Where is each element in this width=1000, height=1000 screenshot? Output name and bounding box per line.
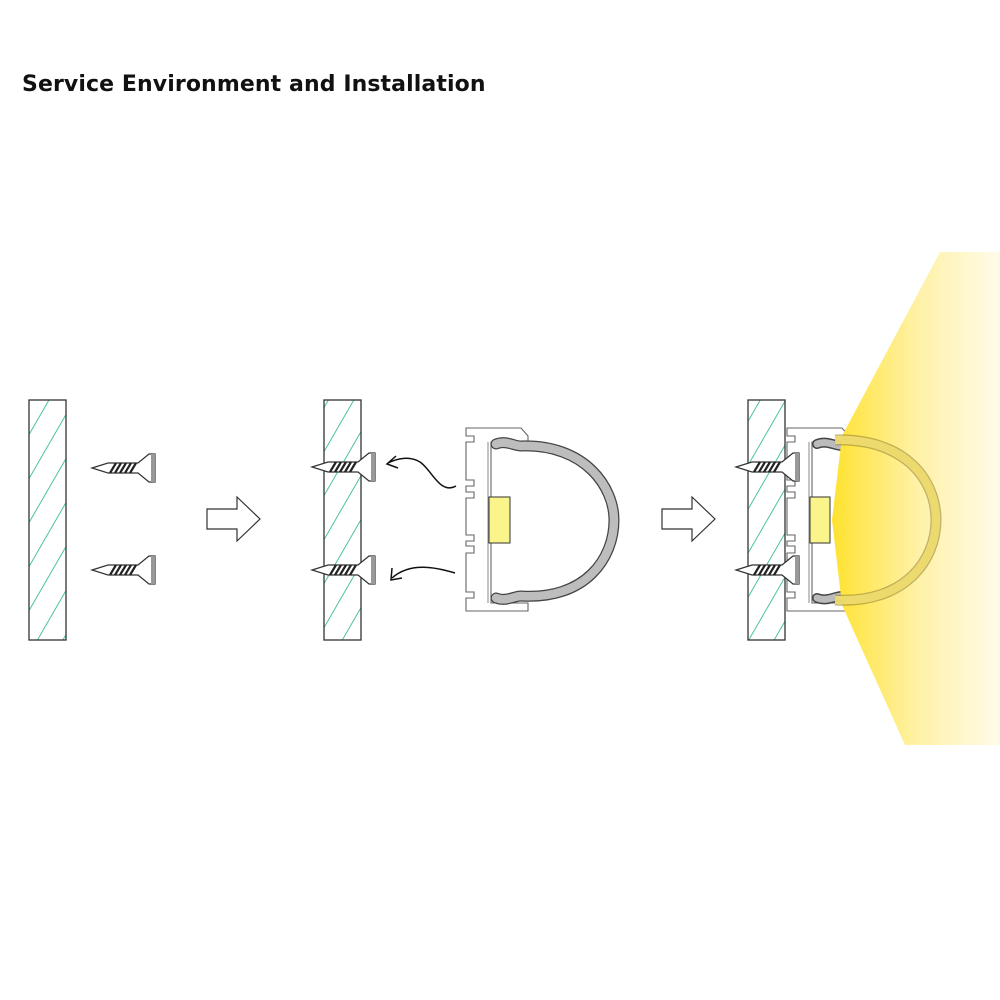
wall [747, 399, 786, 641]
wall [28, 399, 67, 641]
screw-icon [90, 452, 157, 484]
led-chip [809, 496, 831, 544]
screw-icon [90, 554, 157, 586]
diffuser-cover [490, 437, 620, 605]
next-step-arrow-icon [661, 496, 716, 542]
led-chip [488, 496, 511, 544]
wall [323, 399, 362, 641]
step-3-installed-lit [734, 252, 1000, 745]
curved-arrow-icon [391, 566, 456, 579]
step-2-profile-attach [310, 399, 620, 641]
led-profile [465, 427, 620, 612]
step-1-wall-and-screws [28, 399, 157, 641]
page-title: Service Environment and Installation [22, 72, 486, 97]
next-step-arrow-icon [206, 496, 261, 542]
light-beam [832, 252, 1000, 745]
curved-arrow-icon [387, 457, 457, 489]
